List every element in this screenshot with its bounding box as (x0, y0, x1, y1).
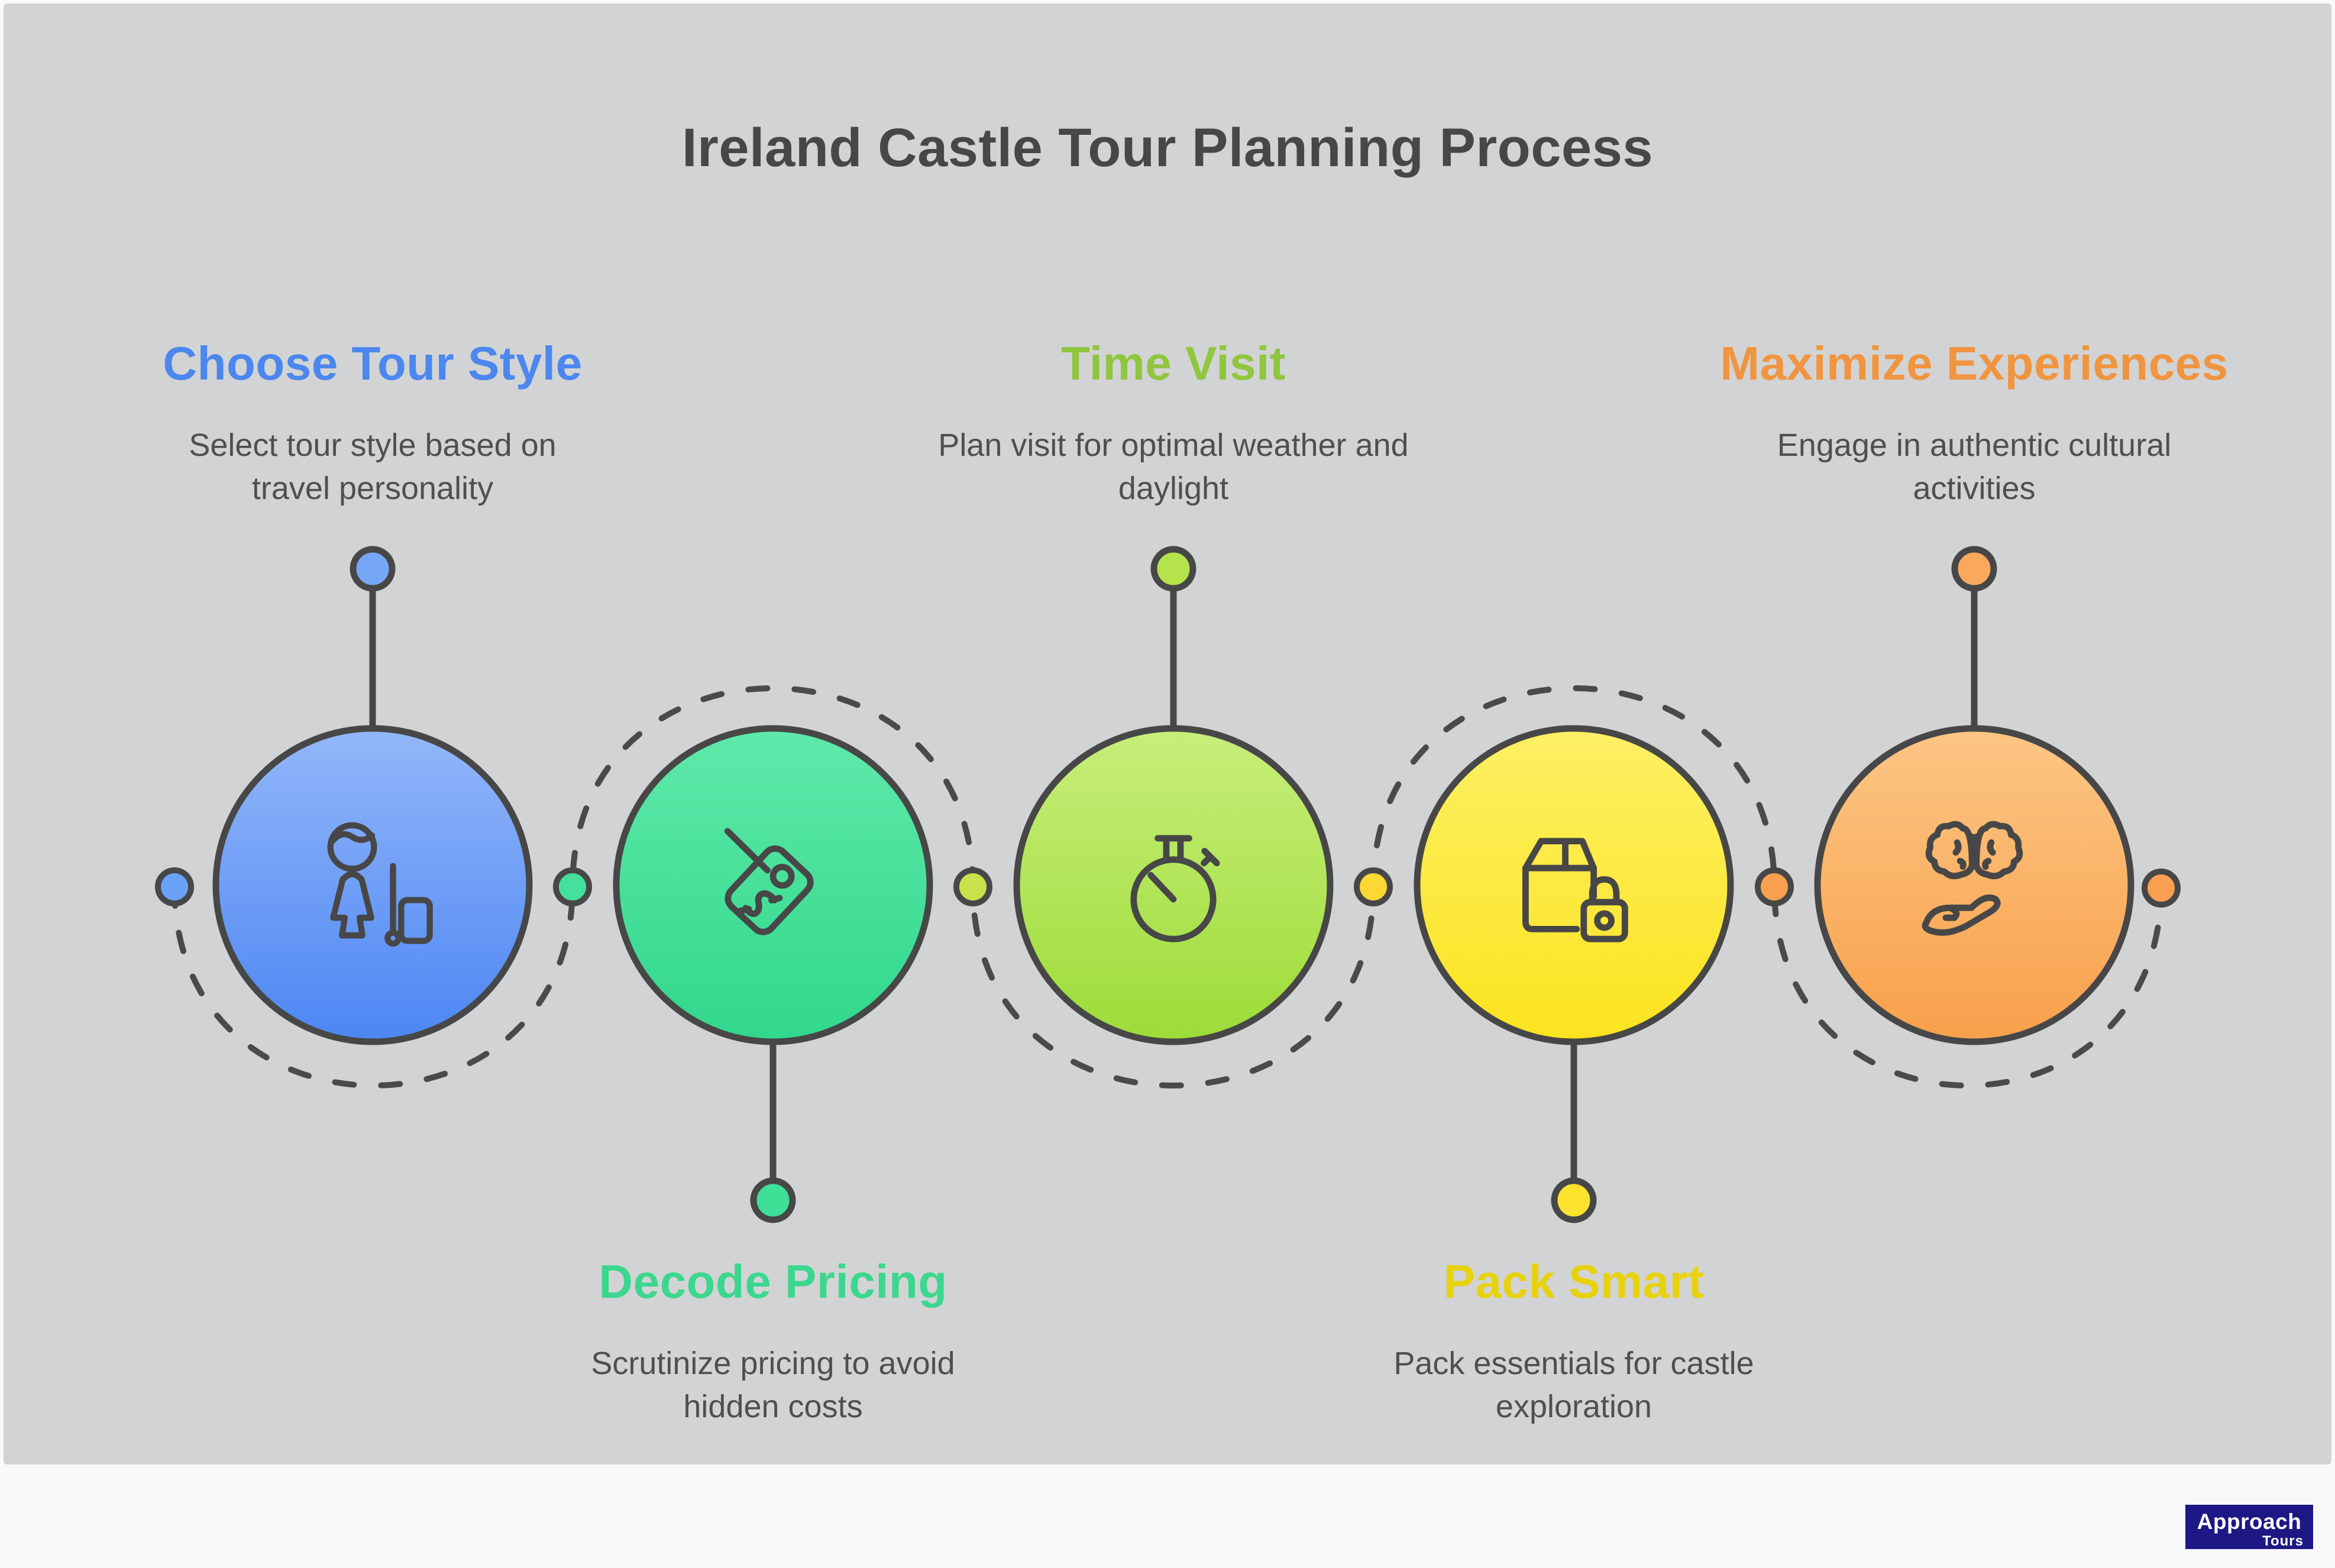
step-title: Pack Smart (1443, 1255, 1705, 1308)
step-description: Plan visit for optimal weather and dayli… (938, 427, 1409, 506)
step-choose-tour-style: Choose Tour Style Select tour style base… (106, 340, 639, 510)
step-title: Maximize Experiences (1720, 337, 2229, 390)
page-title: Ireland Castle Tour Planning Process (681, 118, 1654, 178)
step-pack-smart: Pack Smart Pack essentials for castle ex… (1308, 1258, 1840, 1428)
process-wave-path (172, 685, 2164, 1088)
step-circle-time-visit (1013, 725, 1334, 1045)
price-tag-icon (724, 828, 814, 935)
path-dot (155, 867, 194, 906)
package-lock-icon (1522, 838, 1628, 942)
path-dot (1755, 867, 1794, 906)
step-time-visit: Time Visit Plan visit for optimal weathe… (907, 340, 1440, 510)
terminal-dot (1150, 546, 1196, 592)
brain-hand-icon (1922, 821, 2023, 936)
terminal-dot (1951, 546, 1997, 592)
step-circle-choose-tour-style (212, 725, 533, 1045)
step-description: Scrutinize pricing to avoid hidden costs (591, 1346, 955, 1424)
brand-logo: Approach Tours (2185, 1505, 2313, 1549)
step-circle-decode-pricing (613, 725, 933, 1045)
brand-subname: Tours (2262, 1533, 2304, 1549)
step-description: Select tour style based on travel person… (189, 427, 557, 506)
step-circle-pack-smart (1414, 725, 1734, 1045)
path-dot (553, 867, 592, 906)
brand-name: Approach (2197, 1509, 2302, 1534)
step-title: Choose Tour Style (163, 337, 583, 390)
terminal-dot (750, 1177, 796, 1223)
terminal-dot (1551, 1177, 1597, 1223)
path-dot (1354, 867, 1393, 906)
traveler-luggage-icon (327, 822, 433, 947)
step-description: Pack essentials for castle exploration (1393, 1346, 1754, 1424)
stopwatch-icon (1130, 835, 1220, 942)
step-title: Decode Pricing (599, 1255, 947, 1308)
step-title: Time Visit (1061, 337, 1286, 390)
step-description: Engage in authentic cultural activities (1777, 427, 2172, 506)
step-maximize-experiences: Maximize Experiences Engage in authentic… (1708, 340, 2240, 510)
step-decode-pricing: Decode Pricing Scrutinize pricing to avo… (507, 1258, 1039, 1428)
terminal-dot (350, 546, 396, 592)
path-dot (2142, 869, 2181, 908)
path-dot (953, 867, 992, 906)
step-circle-maximize-experiences (1814, 725, 2135, 1045)
